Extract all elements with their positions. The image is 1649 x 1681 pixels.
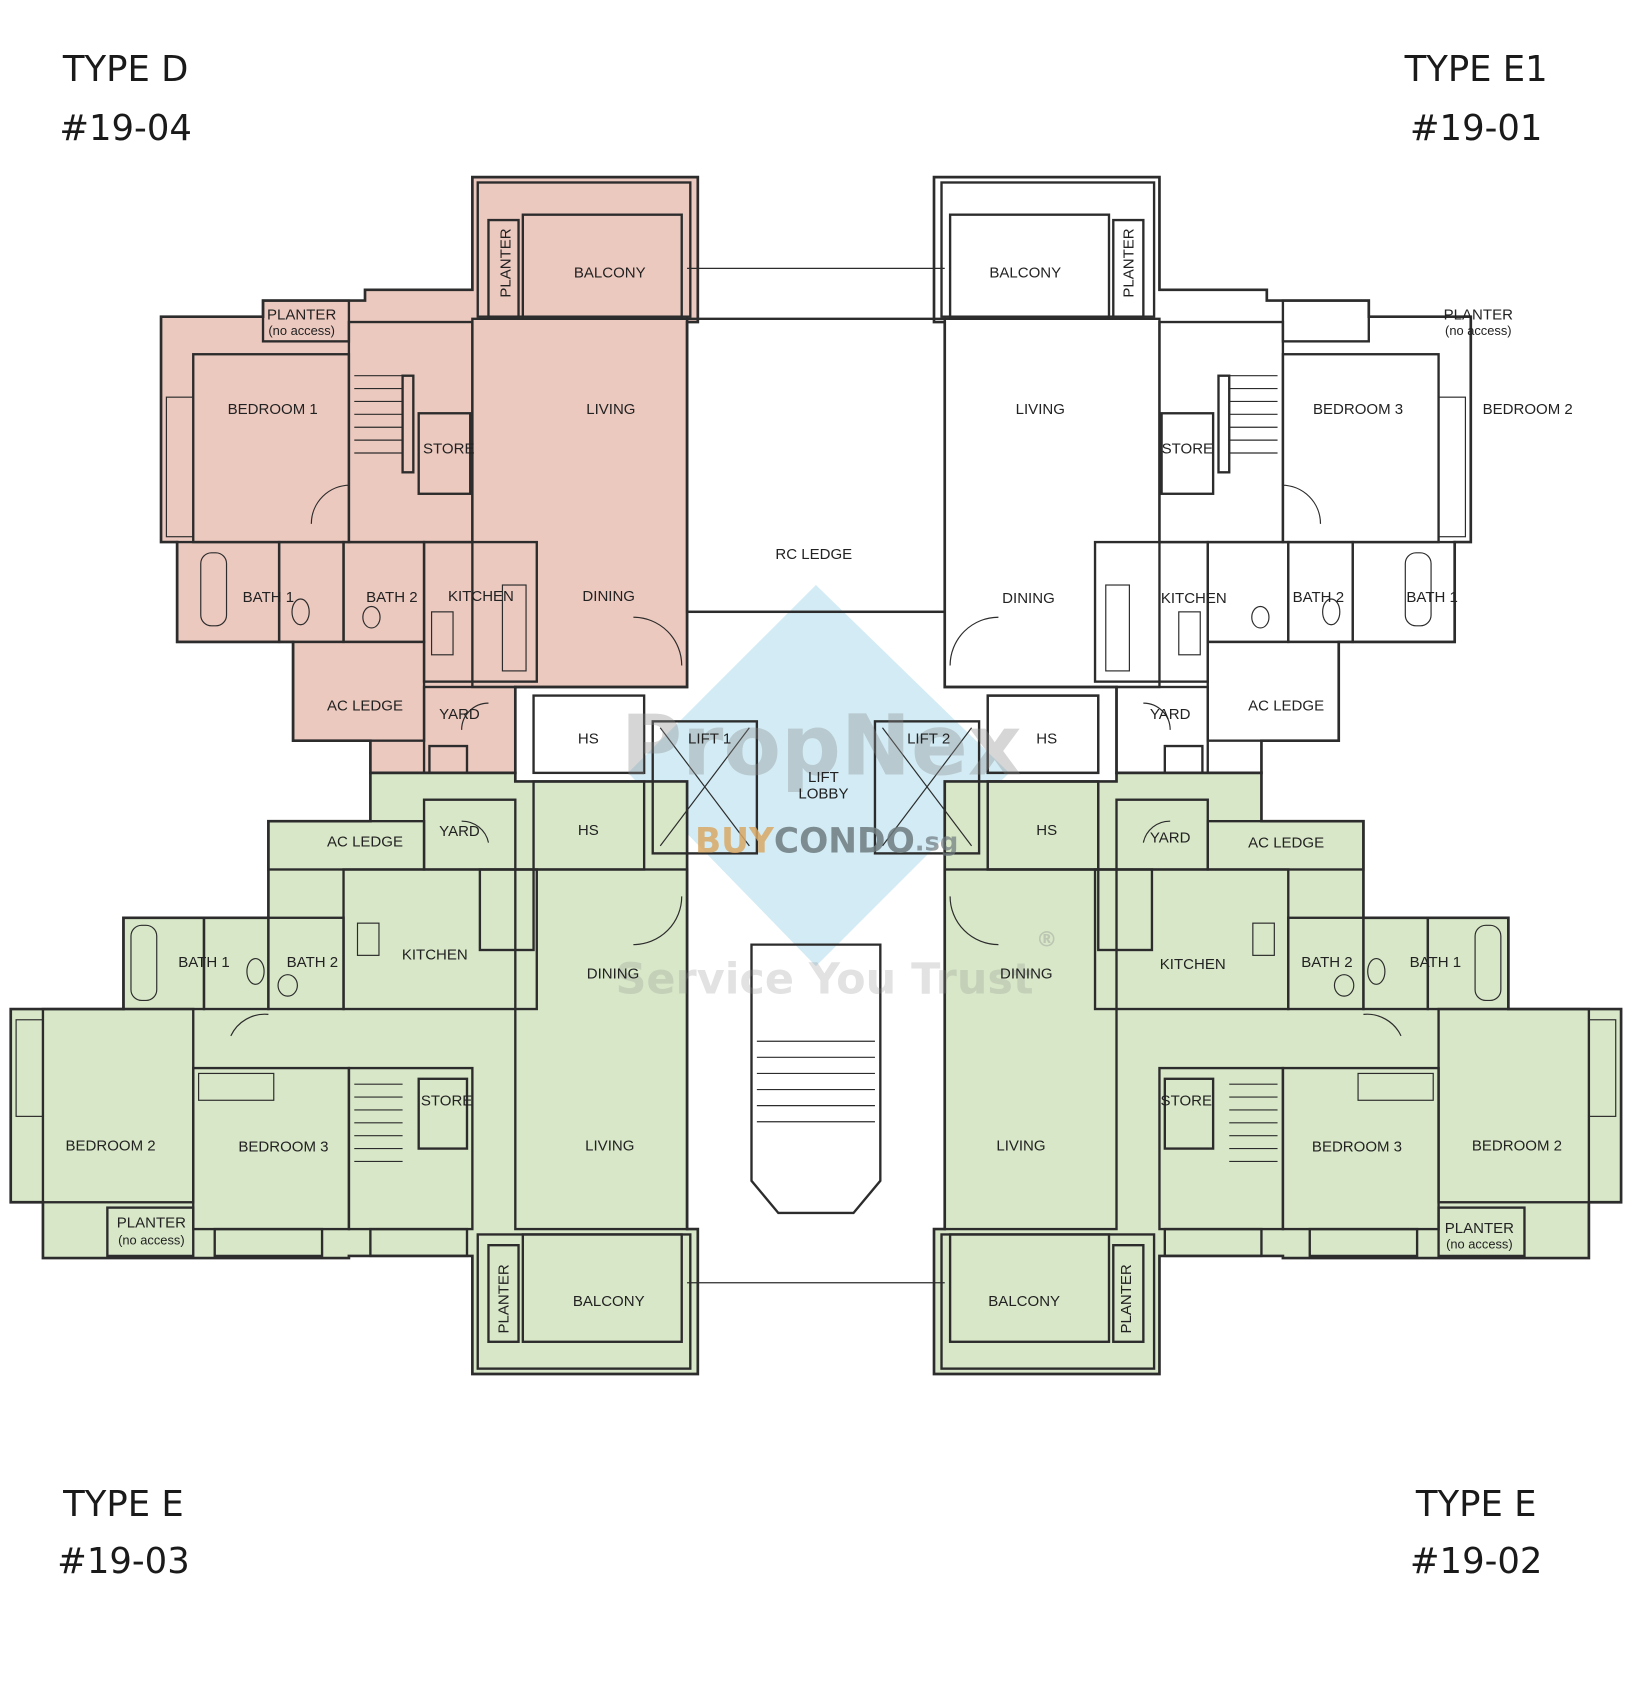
balcony-label: BALCONY [989,265,1061,282]
rc-ledge-label: RC LEDGE [775,546,852,563]
watermark-condo: CONDO [774,821,915,861]
no-access-label: (no access) [1446,1237,1513,1252]
kitchen-label: KITCHEN [448,588,514,605]
ac-ledge-label: AC LEDGE [1248,835,1324,852]
watermark-tagline: Service You Trust [615,955,1033,1005]
bath-1-label: BATH 1 [1406,589,1457,606]
yard-label: YARD [1150,829,1191,846]
no-access-label: (no access) [268,323,335,338]
dining-label: DINING [587,966,640,983]
balcony-label: BALCONY [988,1293,1060,1310]
bath-2-label: BATH 2 [1301,954,1352,971]
living-label: LIVING [1016,401,1065,418]
planter-label: PLANTER [1118,1264,1135,1333]
ac-ledge-label: AC LEDGE [327,834,403,851]
hs-label: HS [578,822,599,839]
bath-2-label: BATH 2 [1293,589,1344,606]
core [633,267,1100,1284]
unit-19-02-plan [932,771,1623,1376]
balcony-label: BALCONY [573,1293,645,1310]
lift-2-label: LIFT 2 [907,731,950,748]
store-label: STORE [1162,441,1213,458]
kitchen-label: KITCHEN [1161,590,1227,607]
bedroom-3-label: BEDROOM 3 [1313,401,1403,418]
planter-label: PLANTER [498,228,515,297]
dining-label: DINING [582,588,635,605]
dining-label: DINING [1000,966,1053,983]
watermark-buy: BUY [695,821,775,861]
type-e-label-left: TYPE E [62,1484,184,1525]
bath-2-label: BATH 2 [287,954,338,971]
bedroom-2-label: BEDROOM 2 [66,1137,156,1154]
planter-no-access-label: PLANTER [117,1215,186,1232]
planter-no-access-label: PLANTER [267,307,336,324]
lift-lobby-label-2: LOBBY [798,785,848,802]
hs-label: HS [578,731,599,748]
lift-1-x [659,727,750,847]
ac-ledge-label: AC LEDGE [327,697,403,714]
bedroom-3-label: BEDROOM 3 [238,1138,328,1155]
bedroom-1-label: BEDROOM 1 [228,401,318,418]
planter-no-access-label: PLANTER [1445,1220,1514,1237]
bath-1-label: BATH 1 [178,954,229,971]
dining-label: DINING [1002,590,1055,607]
store-label: STORE [421,1092,472,1109]
bath-1-label: BATH 1 [243,589,294,606]
watermark-sg: .sg [915,827,959,857]
bath-1-label: BATH 1 [1410,954,1461,971]
bedroom-2-label: BEDROOM 2 [1472,1137,1562,1154]
bedroom-3-label: BEDROOM 3 [1312,1138,1402,1155]
unit-19-01-label: #19-01 [1410,108,1543,149]
unit-19-03-label: #19-03 [57,1541,190,1582]
watermark-brand: PropNex [621,696,1022,794]
lift-1-label: LIFT 1 [688,731,731,748]
kitchen-label: KITCHEN [1160,956,1226,973]
kitchen-label: KITCHEN [402,946,468,963]
planter-label: PLANTER [1120,228,1137,297]
store-label: STORE [423,441,474,458]
type-d-label: TYPE D [62,49,189,90]
lift-lobby-label: LIFT [808,769,839,786]
balcony-label: BALCONY [574,265,646,282]
yard-label: YARD [439,823,480,840]
bedroom-2-label: BEDROOM 2 [1483,401,1573,418]
living-label: LIVING [586,401,635,418]
planter-no-access-label: PLANTER [1444,307,1513,324]
hs-label: HS [1036,822,1057,839]
type-e1-label: TYPE E1 [1404,49,1548,90]
lift-2-x [882,727,973,847]
store-label: STORE [1161,1092,1212,1109]
unit-19-03-plan [9,771,700,1376]
watermark-buycondo: BUYCONDO.sg [695,821,958,861]
living-label: LIVING [585,1137,634,1154]
ac-ledge-label: AC LEDGE [1248,697,1324,714]
living-label: LIVING [996,1137,1045,1154]
yard-label: YARD [1150,706,1191,723]
bath-2-label: BATH 2 [366,589,417,606]
watermark-registered: ® [1036,927,1057,952]
no-access-label: (no access) [118,1232,185,1247]
no-access-label: (no access) [1445,323,1512,338]
watermark-diamond [628,585,1010,967]
type-e-label-right: TYPE E [1415,1484,1537,1525]
hs-label: HS [1036,731,1057,748]
unit-19-02-label: #19-02 [1410,1541,1543,1582]
unit-19-04-label: #19-04 [59,108,192,149]
planter-label: PLANTER [496,1264,513,1333]
yard-label: YARD [439,706,480,723]
